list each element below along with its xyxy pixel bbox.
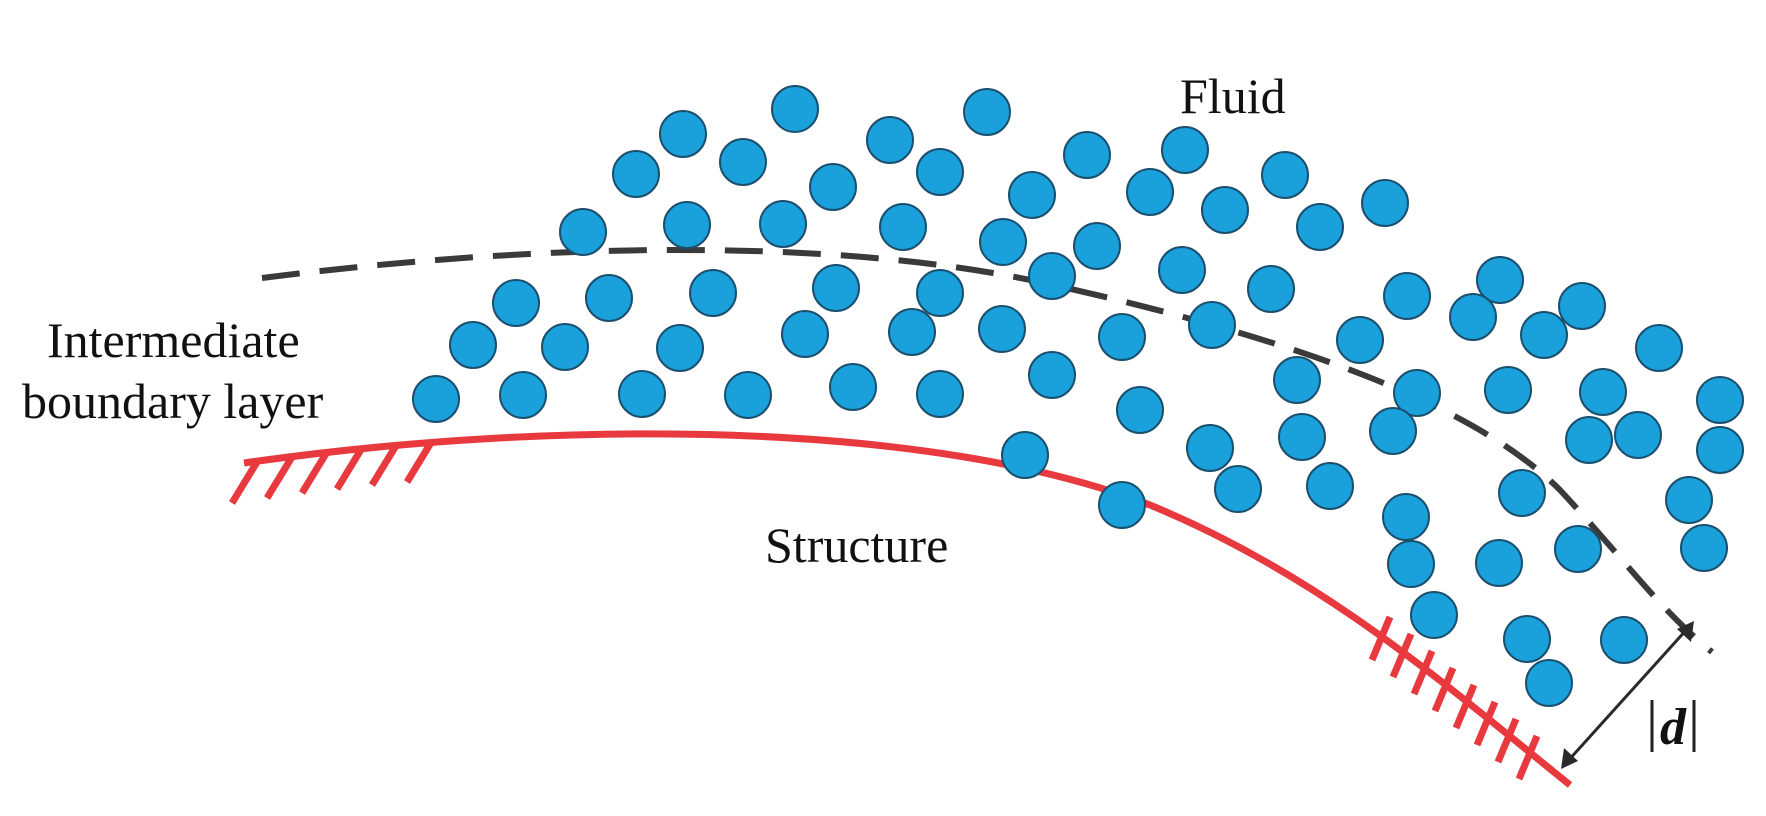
- fluid-particle: [1449, 293, 1497, 341]
- fluid-particle: [1600, 616, 1648, 664]
- fluid-particle: [1369, 407, 1417, 455]
- fluid-particle: [963, 88, 1011, 136]
- fluid-particle: [1635, 324, 1683, 372]
- fluid-particle: [1063, 131, 1111, 179]
- fluid-particle: [1028, 351, 1076, 399]
- fluid-particle: [499, 371, 547, 419]
- fluid-particle: [866, 116, 914, 164]
- fluid-particle: [1383, 272, 1431, 320]
- fluid-particle: [809, 163, 857, 211]
- fluid-particle: [656, 324, 704, 372]
- fluid-particle: [1214, 465, 1262, 513]
- fluid-particle: [1525, 659, 1573, 707]
- fluid-particle: [585, 274, 633, 322]
- fluid-particle: [916, 269, 964, 317]
- fluid-particle: [1579, 368, 1627, 416]
- distance-arrowhead-lower: [1561, 748, 1578, 769]
- fluid-particle: [1098, 313, 1146, 361]
- fluid-particle: [1001, 431, 1049, 479]
- fluid-particle: [1116, 386, 1164, 434]
- fluid-particle: [719, 138, 767, 186]
- distance-arrowhead-upper: [1677, 621, 1694, 642]
- fluid-particle: [1186, 424, 1234, 472]
- fluid-particle: [663, 201, 711, 249]
- fluid-particle: [1008, 171, 1056, 219]
- fluid-particle: [1503, 615, 1551, 663]
- fluid-particle: [1393, 369, 1441, 417]
- boundary-layer-label-line2: boundary layer: [22, 373, 324, 429]
- fluid-particle: [759, 200, 807, 248]
- distance-dimension: d: [1561, 621, 1696, 769]
- fluid-particle: [1278, 413, 1326, 461]
- fluid-particle: [781, 310, 829, 358]
- fluid-particle: [618, 370, 666, 418]
- fluid-particle: [771, 85, 819, 133]
- fluid-particle: [979, 218, 1027, 266]
- fluid-particle: [1387, 540, 1435, 588]
- boundary-layer-label-line1: Intermediate: [47, 312, 300, 368]
- distance-arrow-line: [1565, 626, 1690, 764]
- fluid-particle: [1247, 265, 1295, 313]
- fluid-particle: [559, 208, 607, 256]
- fluid-particle: [659, 110, 707, 158]
- fluid-particle: [888, 308, 936, 356]
- structure-hatching-left: [229, 439, 435, 505]
- fluid-particle: [1261, 151, 1309, 199]
- fluid-particle: [412, 375, 460, 423]
- fluid-particle: [1201, 186, 1249, 234]
- fluid-particle: [1520, 311, 1568, 359]
- fluid-particle: [1296, 203, 1344, 251]
- fluid-particle: [812, 264, 860, 312]
- fluid-particle: [724, 371, 772, 419]
- fluid-particle: [1073, 222, 1121, 270]
- fluid-particle: [1161, 126, 1209, 174]
- fluid-particle: [916, 148, 964, 196]
- fluid-particle: [978, 305, 1026, 353]
- fluid-particles: [412, 85, 1744, 707]
- structure-boundary-line: [243, 430, 1573, 788]
- fluid-particle: [492, 279, 540, 327]
- fluid-particle: [916, 370, 964, 418]
- structure-label: Structure: [765, 517, 948, 573]
- fluid-particle: [1382, 493, 1430, 541]
- fluid-label: Fluid: [1180, 68, 1286, 124]
- fluid-particle: [1696, 376, 1744, 424]
- fluid-particle: [1680, 524, 1728, 572]
- fluid-particle: [1306, 462, 1354, 510]
- fluid-particle: [541, 323, 589, 371]
- fluid-particle: [1361, 179, 1409, 227]
- fluid-particle: [1336, 316, 1384, 364]
- fluid-particle: [1558, 282, 1606, 330]
- fluid-particle: [1028, 252, 1076, 300]
- fluid-particle: [689, 269, 737, 317]
- fluid-particle: [1475, 539, 1523, 587]
- fluid-particle: [1614, 411, 1662, 459]
- fluid-particle: [1158, 246, 1206, 294]
- fluid-particle: [1554, 525, 1602, 573]
- fluid-particle: [1498, 469, 1546, 517]
- fluid-particle: [1665, 476, 1713, 524]
- fluid-particle: [829, 363, 877, 411]
- fluid-particle: [1410, 591, 1458, 639]
- structure-hatching-right: [1368, 615, 1541, 781]
- fluid-particle: [1696, 426, 1744, 474]
- fluid-particle: [1484, 366, 1532, 414]
- fluid-particle: [612, 150, 660, 198]
- fluid-particle: [1273, 356, 1321, 404]
- fluid-particle: [1098, 481, 1146, 529]
- fluid-particle: [879, 203, 927, 251]
- fluid-particle: [449, 321, 497, 369]
- fluid-particle: [1476, 256, 1524, 304]
- fluid-particle: [1126, 168, 1174, 216]
- fluid-particle: [1188, 301, 1236, 349]
- distance-label: d: [1660, 699, 1687, 756]
- fluid-particle: [1565, 416, 1613, 464]
